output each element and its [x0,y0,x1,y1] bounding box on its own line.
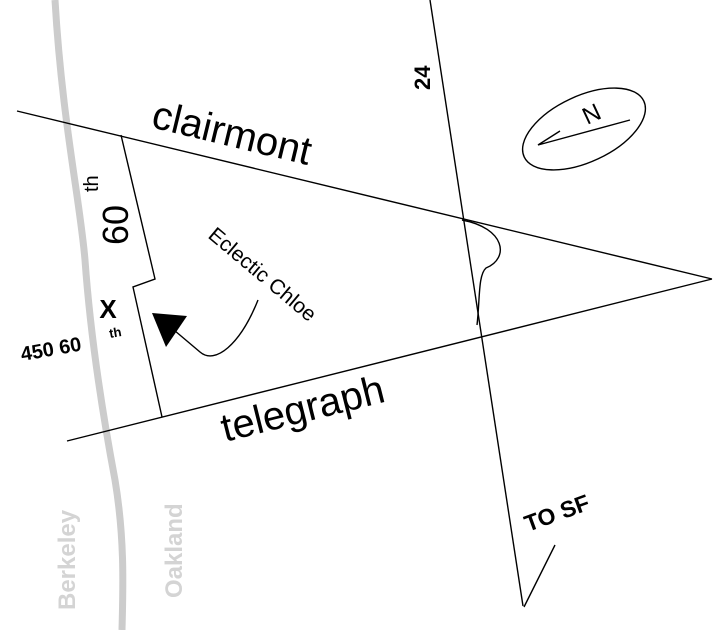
to-sf-leader [523,544,556,608]
address-suffix-label: th [108,324,123,341]
address-number-label: 450 60 [19,334,83,366]
clairmont-label: clairmont [148,93,316,174]
destination-arrowhead [152,313,187,347]
compass-n-label: N [578,99,605,131]
freeway-ramp [461,219,501,326]
eclectic-chloe-label: Eclectic Chloe [204,223,321,326]
oakland-label: Oakland [161,503,188,598]
telegraph-label: telegraph [216,367,388,450]
compass-oval [521,87,647,171]
sixtieth-street [120,134,163,418]
destination-marker: X [99,294,117,324]
highway-24 [429,0,524,607]
destination-arrow-curve [167,299,259,357]
clairmont-street [16,110,713,280]
sixtieth-suffix-label: th [81,175,103,192]
telegraph-street [66,278,713,442]
to-sf-label: TO SF [521,489,593,536]
sixtieth-number-label: 60 [95,205,136,245]
berkeley-label: Berkeley [54,509,81,610]
highway-24-label: 24 [410,65,435,90]
compass-arrow-icon [537,119,631,146]
city-boundary-line [51,0,127,630]
